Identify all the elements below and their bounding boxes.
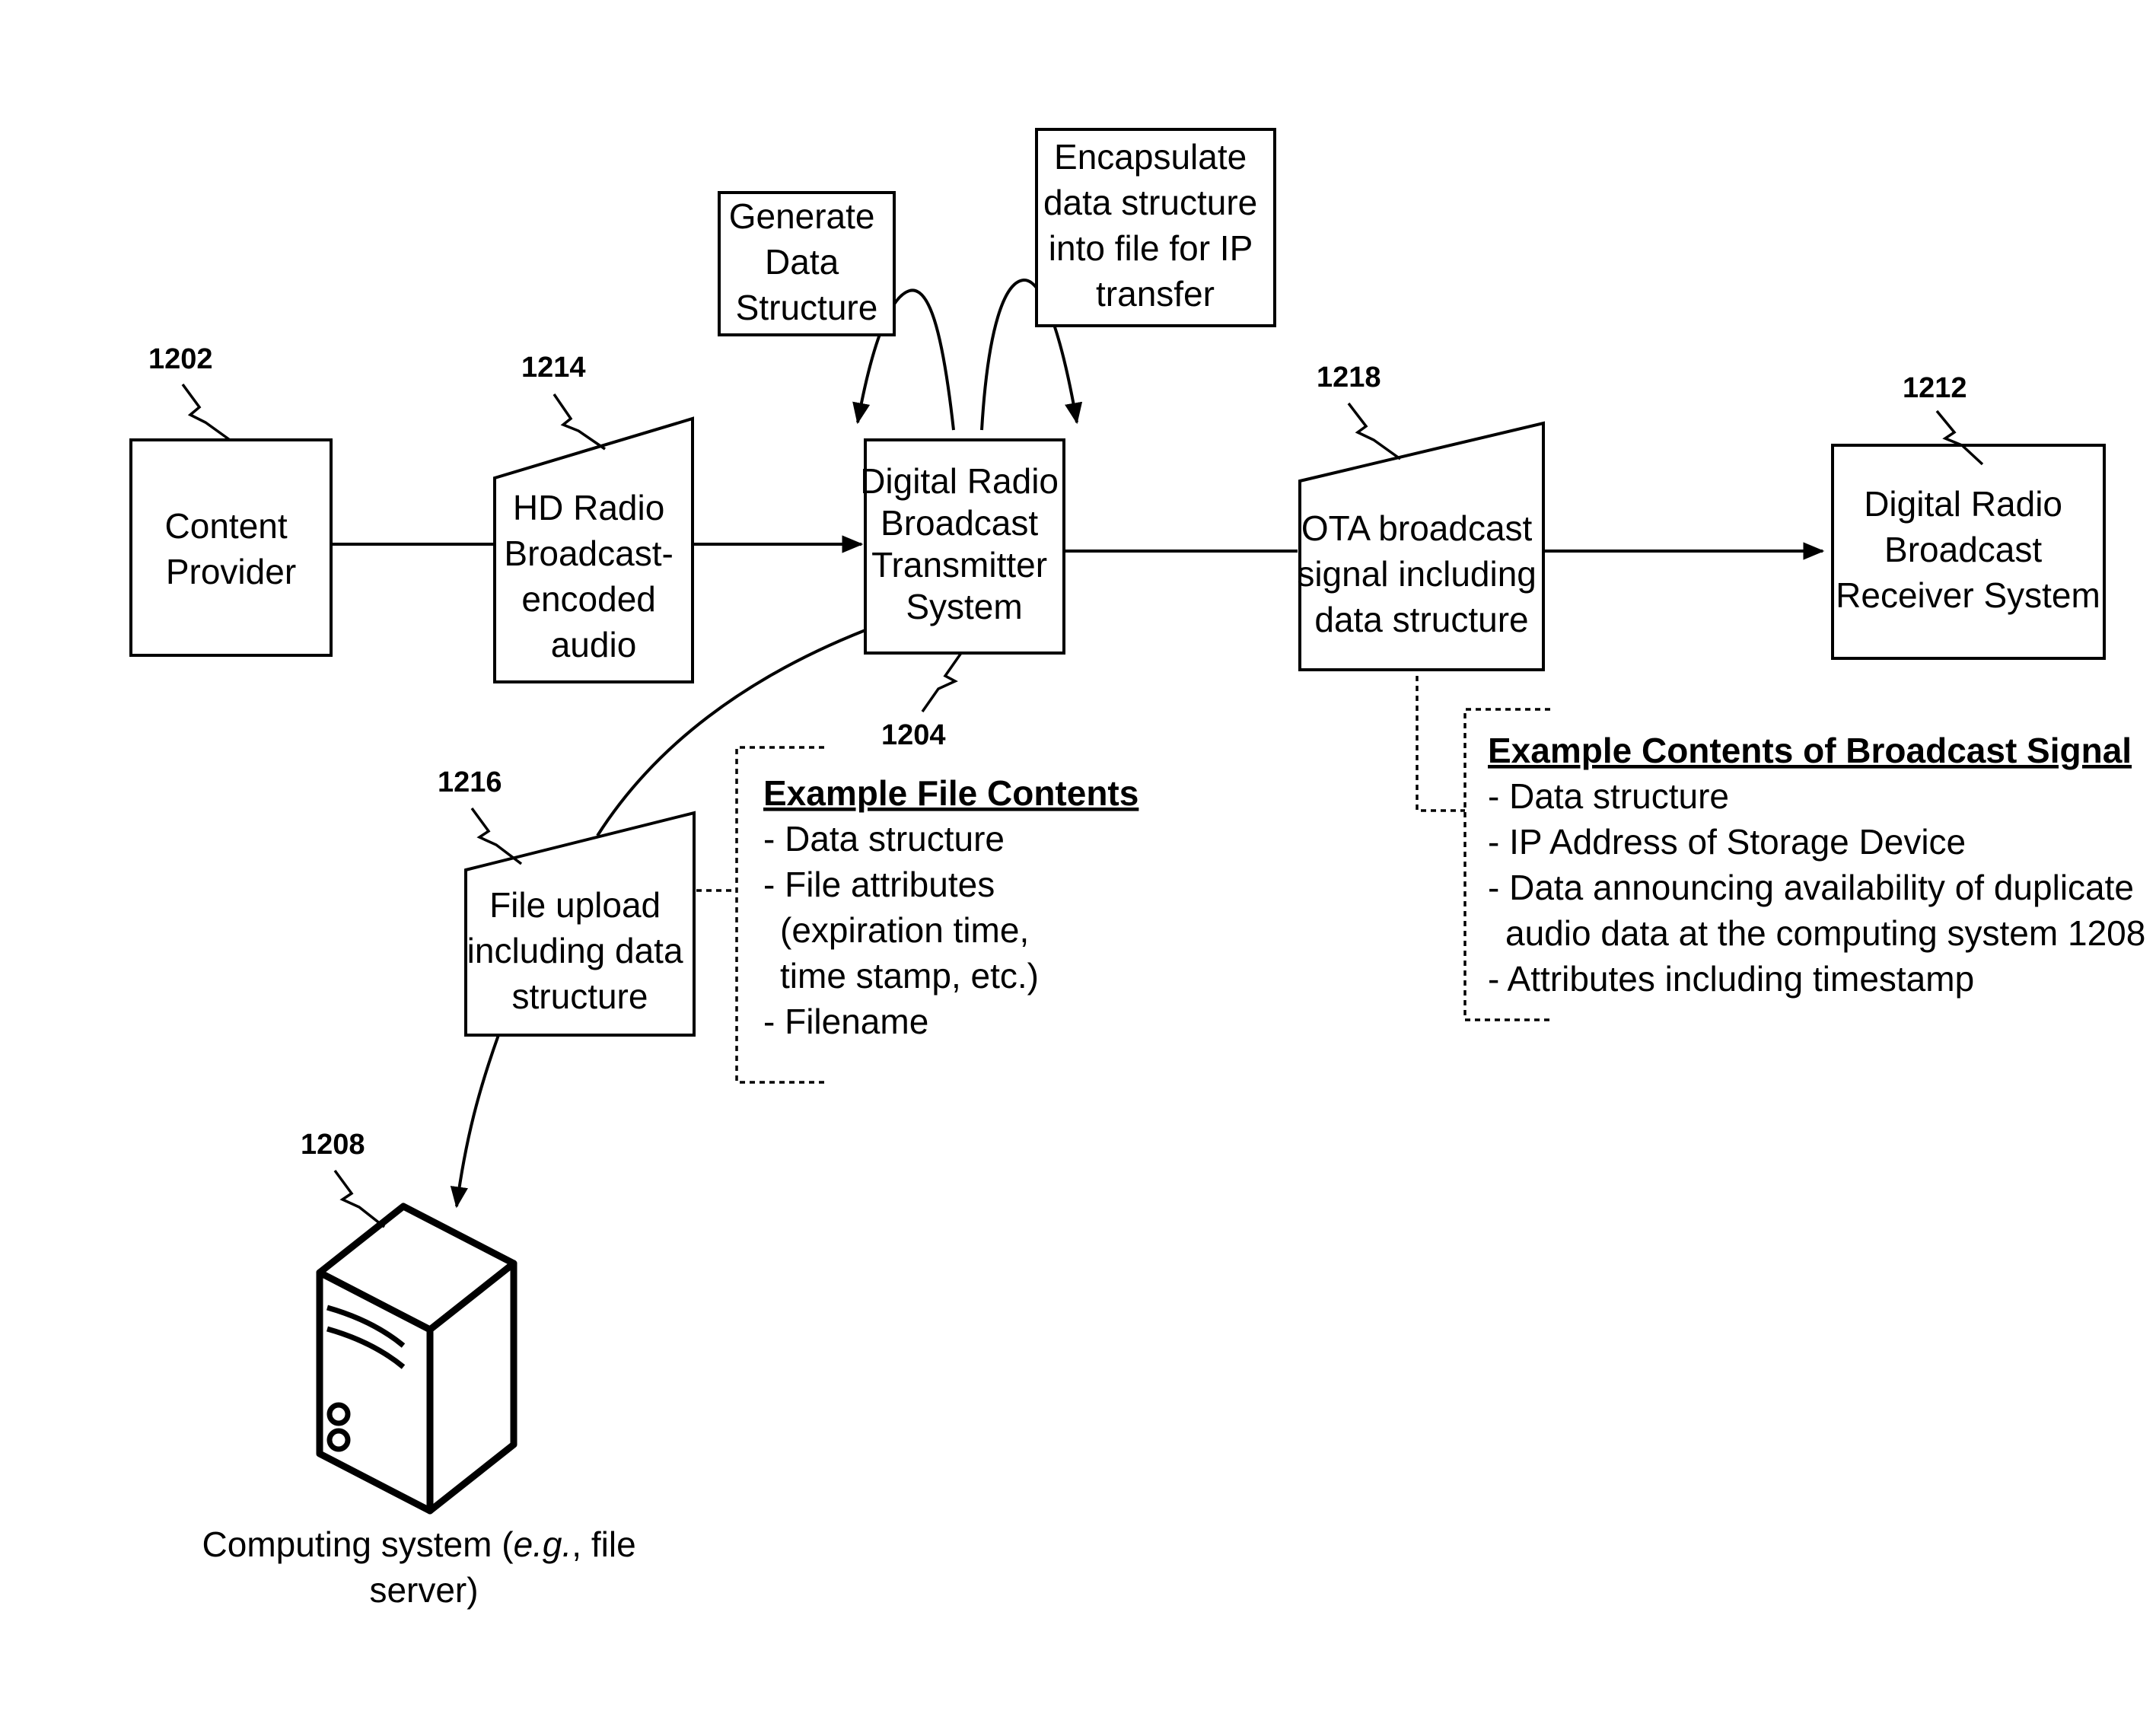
server-icon <box>320 1206 514 1511</box>
computing-system-ref-squiggle <box>335 1171 384 1227</box>
ota-signal-ref: 1218 <box>1317 362 1381 393</box>
file-contents-heading: Example File Contents <box>763 773 1139 813</box>
hd-radio-audio-ref: 1214 <box>521 352 586 384</box>
hd-radio-audio-ref-squiggle <box>554 394 605 449</box>
callout-broadcast-link <box>1417 676 1465 811</box>
file-contents-list: - Data structure - File attributes (expi… <box>763 819 1049 1041</box>
file-contents-note: Example File Contents - Data structure -… <box>763 773 1139 1041</box>
receiver-ref: 1212 <box>1903 372 1967 404</box>
ota-signal-label: OTA broadcast signal including data stru… <box>1297 508 1546 639</box>
content-provider-ref: 1202 <box>148 343 213 375</box>
transmitter-ref-squiggle <box>922 653 961 712</box>
computing-system-label: Computing system (e.g., file server) <box>202 1524 646 1610</box>
content-provider-box <box>131 440 331 655</box>
edge-file-upload-to-computing-system <box>457 1035 498 1206</box>
transmitter-ref: 1204 <box>881 719 946 751</box>
file-upload-ref-squiggle <box>472 808 521 864</box>
file-upload-ref: 1216 <box>438 766 502 798</box>
computing-system-ref: 1208 <box>301 1129 365 1161</box>
content-provider-ref-squiggle <box>183 384 230 440</box>
broadcast-contents-heading: Example Contents of Broadcast Signal <box>1488 731 2132 770</box>
broadcast-contents-note: Example Contents of Broadcast Signal - D… <box>1488 731 2155 999</box>
broadcast-contents-list: - Data structure - IP Address of Storage… <box>1488 776 2155 999</box>
ota-signal-ref-squiggle <box>1349 403 1400 459</box>
